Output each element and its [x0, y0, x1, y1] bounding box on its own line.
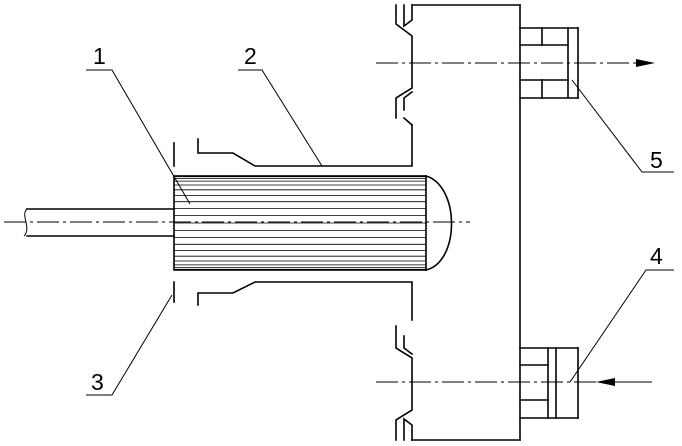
shaft-break-line: [23, 208, 28, 237]
leader-2: [238, 69, 323, 167]
leader-3: [86, 294, 173, 396]
upper-flange: [395, 4, 521, 119]
housing-upper: [173, 116, 414, 167]
label-5: 5: [650, 147, 663, 173]
label-4: 4: [650, 243, 663, 269]
housing-lower: [173, 281, 413, 321]
lower-port: [519, 347, 579, 419]
leader-1: [86, 69, 191, 205]
label-3: 3: [91, 369, 104, 395]
part-labels: 1 2 3 4 5: [91, 43, 663, 395]
leader-4: [569, 269, 674, 383]
label-1: 1: [93, 43, 106, 69]
lower-flange: [395, 325, 521, 441]
rotor-body: [173, 175, 453, 271]
rotor-dome-end: [425, 175, 453, 271]
flow-arrows: [596, 59, 655, 386]
label-2: 2: [244, 43, 257, 69]
outlet-arrow-icon: [636, 59, 655, 67]
leader-5: [571, 79, 674, 173]
leader-lines: [86, 69, 674, 396]
rotor-hatching: [174, 176, 426, 270]
inlet-arrow-icon: [596, 378, 615, 386]
shaft: [23, 208, 175, 237]
center-lines: [4, 62, 640, 383]
